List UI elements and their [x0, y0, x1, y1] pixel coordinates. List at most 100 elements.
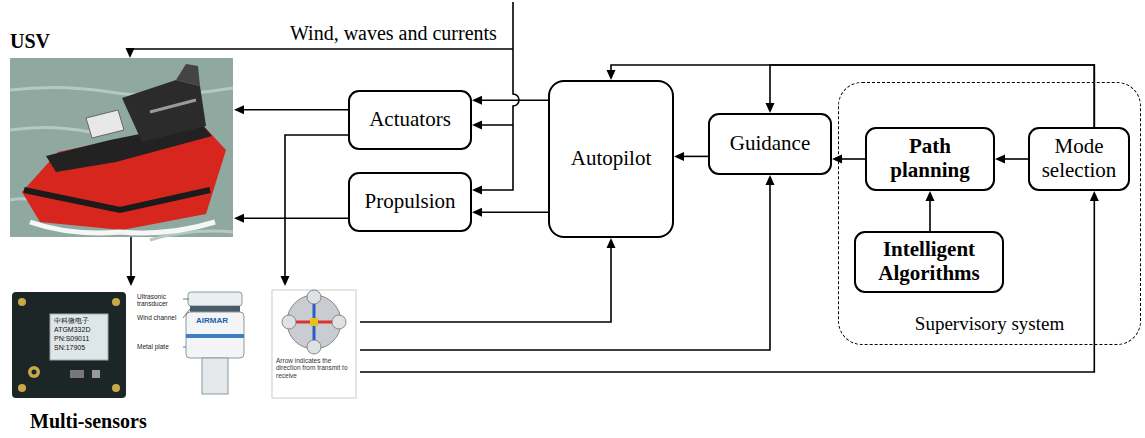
- boat-fender: [24, 190, 210, 210]
- leader-line: [183, 299, 190, 347]
- antenna-connector-core: [32, 370, 37, 375]
- sea-background: [10, 58, 233, 237]
- connector: [234, 214, 348, 223]
- sensor-stem: [202, 358, 228, 394]
- sensor-cap: [188, 292, 242, 306]
- water-splash: [30, 222, 215, 233]
- smd-part: [70, 370, 84, 378]
- arrowhead: [926, 191, 935, 201]
- box-label: Mode selection: [1036, 135, 1122, 182]
- process-box: Propulsion: [348, 172, 472, 232]
- arrowhead: [832, 155, 842, 164]
- antenna-connector: [28, 366, 40, 378]
- boat-mast: [176, 64, 200, 86]
- arrowhead: [766, 103, 775, 113]
- connector-line: [130, 237, 132, 278]
- process-box: Autopilot: [548, 80, 674, 238]
- boat-cabin: [122, 80, 206, 142]
- chip-marking: PN:S09011: [54, 335, 89, 343]
- connector: [832, 155, 865, 164]
- arrowhead: [607, 238, 616, 248]
- chip-marking: ATGM332D: [54, 326, 90, 334]
- group-label: Multi-sensors: [30, 410, 147, 432]
- gps-chip: [50, 314, 108, 360]
- arrowhead: [472, 96, 482, 105]
- smd-part: [92, 370, 100, 378]
- connector: [234, 105, 348, 114]
- sensor-panel: [272, 290, 356, 398]
- sensor-center: [310, 318, 318, 326]
- arrowhead: [674, 152, 684, 161]
- mount-hole: [112, 298, 120, 306]
- sensor-band: [186, 334, 244, 338]
- mount-hole: [18, 298, 26, 306]
- arrowhead: [607, 70, 616, 80]
- connector-line: [840, 158, 865, 160]
- sensor-body: [186, 312, 244, 358]
- transducer-lobe: [307, 290, 321, 304]
- connector: [926, 191, 935, 231]
- transducer-lobe: [332, 315, 346, 329]
- connector-line: [360, 246, 611, 322]
- boat-rail: [150, 100, 196, 112]
- chip-marking: SN:17905: [54, 344, 85, 352]
- connector-line: [682, 156, 708, 158]
- figure-note: Arrow indicates the direction from trans…: [276, 357, 354, 379]
- box-label: Guidance: [730, 132, 810, 156]
- box-label: Path planning: [878, 135, 982, 182]
- connector: [281, 135, 349, 286]
- gps-board: [12, 292, 126, 398]
- part-label: Metal plate: [137, 343, 181, 350]
- mount-hole: [18, 384, 26, 392]
- connector: [607, 65, 1095, 127]
- box-label: Propulsion: [364, 190, 455, 214]
- box-label: Intelligent Algorithms: [862, 238, 996, 285]
- connector-line: [242, 217, 348, 219]
- disturbance-label: Wind, waves and currents: [290, 22, 497, 45]
- process-box: Intelligent Algorithms: [854, 231, 1004, 293]
- vehicle-label: USV: [10, 30, 234, 52]
- disturbance-arrowhead: [472, 186, 482, 195]
- connector: [674, 152, 708, 161]
- group-label: Supervisory system: [915, 313, 1064, 334]
- connector-line: [929, 199, 931, 231]
- chip-marking: 中科微电子: [54, 317, 89, 325]
- process-box: Actuators: [348, 90, 472, 150]
- arrowhead: [281, 276, 290, 286]
- solar-panel: [86, 110, 124, 138]
- connector: [472, 208, 548, 217]
- connector: [995, 155, 1028, 164]
- process-box: Mode selection: [1028, 127, 1130, 191]
- wind-channel: [190, 306, 240, 312]
- arrowhead: [472, 208, 482, 217]
- connector: [126, 237, 135, 286]
- part-label: Ultrasonic transducer: [137, 293, 181, 308]
- box-label: Autopilot: [571, 147, 652, 171]
- boat-hull: [22, 122, 226, 230]
- group-frame: Supervisory system Path planning Mode sele…: [838, 82, 1141, 345]
- transducer-lobe: [282, 315, 296, 329]
- connector: [472, 96, 548, 105]
- arrowhead: [1090, 191, 1099, 201]
- connector-line: [242, 109, 348, 111]
- process-box: Guidance: [708, 113, 832, 175]
- connector-line: [611, 65, 1094, 127]
- mount-hole: [112, 384, 120, 392]
- arrowhead: [995, 155, 1005, 164]
- arrowhead: [234, 105, 244, 114]
- connector-line: [480, 99, 548, 101]
- process-box: Path planning: [865, 127, 995, 191]
- arrowhead: [234, 214, 244, 223]
- arrowhead: [126, 276, 135, 286]
- disturbance-arrowhead: [126, 48, 135, 58]
- part-label: Wind channel: [137, 314, 181, 321]
- transducer-lobe: [307, 340, 321, 354]
- box-label: Actuators: [369, 108, 451, 132]
- brand-mark: AIRMAR: [196, 316, 228, 325]
- arrowhead: [766, 175, 775, 185]
- connector-line: [480, 211, 548, 213]
- connector-line: [285, 135, 348, 278]
- connector: [360, 238, 616, 322]
- connector-line: [1003, 158, 1028, 160]
